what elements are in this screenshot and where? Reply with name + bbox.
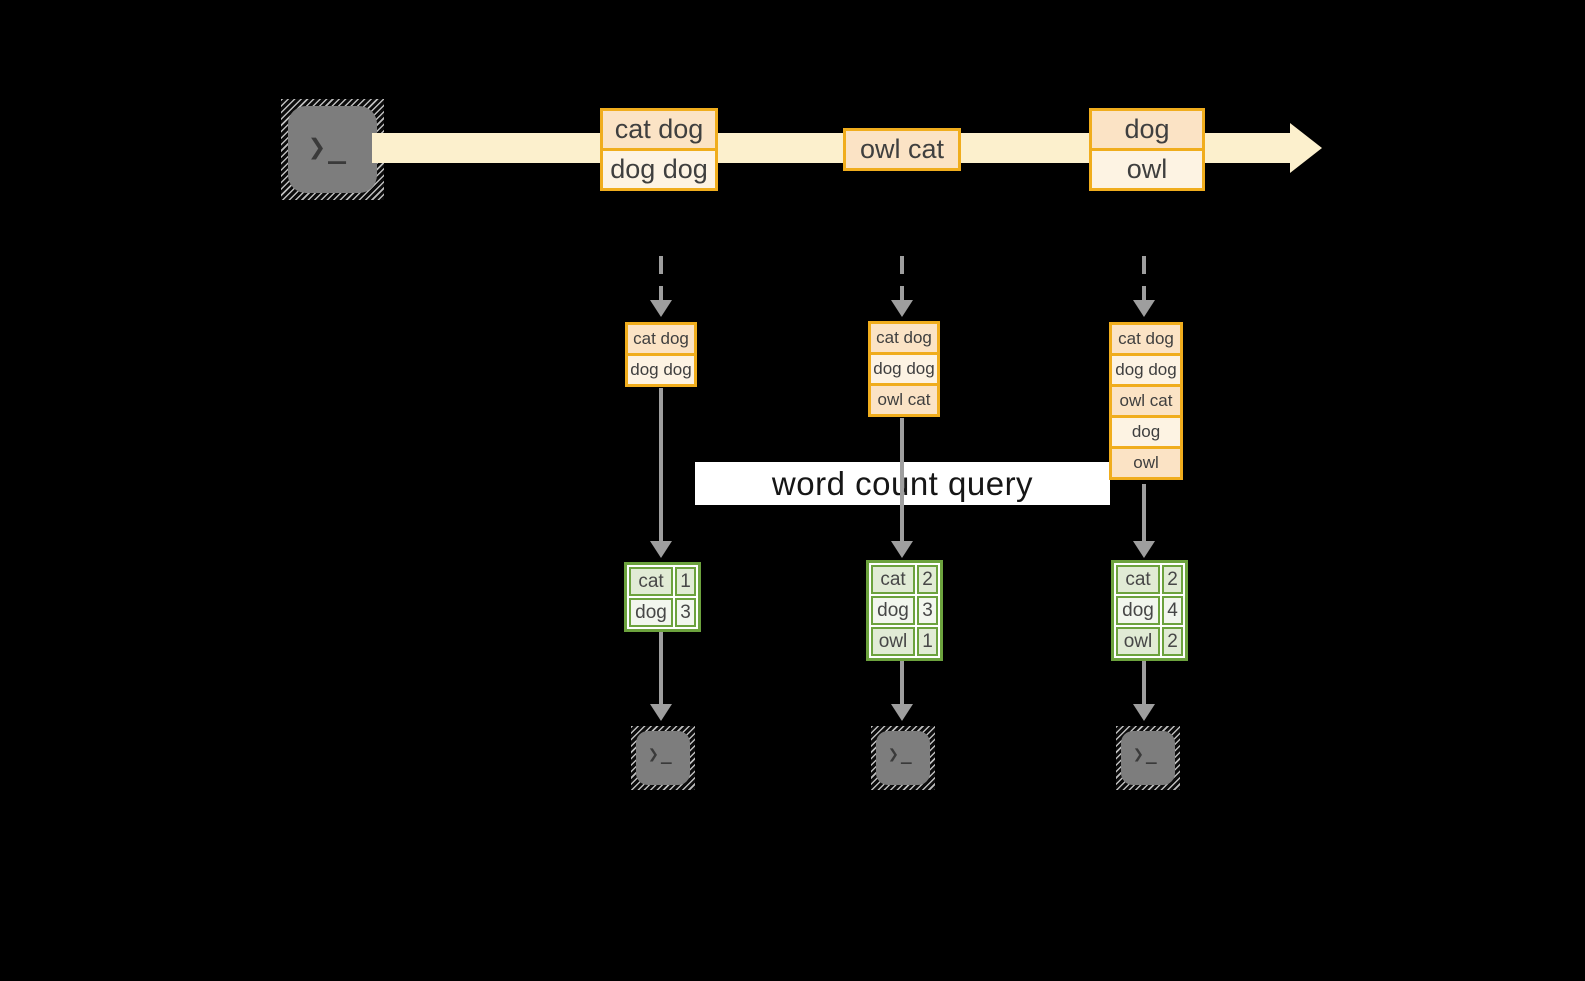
output-arrowhead-col3-icon — [1133, 704, 1155, 721]
query-arrow-col3 — [1142, 484, 1146, 541]
batch-row: owl — [1092, 148, 1202, 188]
count-cell: 3 — [917, 596, 938, 625]
query-arrow-col1 — [659, 388, 663, 541]
table-row: owl 2 — [1116, 627, 1183, 656]
word-cell: dog — [1116, 596, 1160, 625]
batch-row: owl cat — [846, 131, 958, 168]
result-table-col2: cat 2 dog 3 owl 1 — [866, 560, 943, 661]
table-row: cat 2 — [1116, 565, 1183, 594]
word-cell: dog — [871, 596, 915, 625]
buffer-row: owl — [1112, 446, 1180, 477]
input-buffer-col1: cat dog dog dog — [625, 322, 697, 387]
terminal-icon-body: ❯_ — [636, 731, 690, 785]
buffer-row: owl cat — [871, 383, 937, 414]
dashed-arrowhead-col3-icon — [1133, 300, 1155, 317]
buffer-row: dog — [1112, 415, 1180, 446]
table-row: dog 3 — [629, 598, 696, 627]
buffer-row: dog dog — [1112, 353, 1180, 384]
terminal-icon-sink-3: ❯_ — [1116, 726, 1180, 790]
batch-row: dog dog — [603, 148, 715, 188]
count-cell: 2 — [1162, 565, 1183, 594]
buffer-row: cat dog — [871, 324, 937, 352]
timeline-batch-3: dog owl — [1089, 108, 1205, 191]
query-arrowhead-col1-icon — [650, 541, 672, 558]
count-cell: 3 — [675, 598, 696, 627]
input-buffer-col2: cat dog dog dog owl cat — [868, 321, 940, 417]
batch-row: dog — [1092, 111, 1202, 148]
terminal-prompt-glyph: ❯_ — [888, 744, 914, 765]
dashed-arrow-col3 — [1142, 256, 1146, 300]
buffer-row: owl cat — [1112, 384, 1180, 415]
word-cell: owl — [871, 627, 915, 656]
terminal-icon-sink-1: ❯_ — [631, 726, 695, 790]
buffer-row: cat dog — [1112, 325, 1180, 353]
buffer-row: dog dog — [628, 353, 694, 384]
word-cell: dog — [629, 598, 673, 627]
count-cell: 2 — [917, 565, 938, 594]
word-cell: cat — [871, 565, 915, 594]
input-buffer-col3: cat dog dog dog owl cat dog owl — [1109, 322, 1183, 480]
count-cell: 1 — [675, 567, 696, 596]
timeline-batch-2: owl cat — [843, 128, 961, 171]
dashed-arrowhead-col1-icon — [650, 300, 672, 317]
terminal-prompt-glyph: ❯_ — [308, 130, 349, 165]
terminal-prompt-glyph: ❯_ — [1133, 744, 1159, 765]
table-row: owl 1 — [871, 627, 938, 656]
terminal-icon-body: ❯_ — [876, 731, 930, 785]
table-row: dog 3 — [871, 596, 938, 625]
table-row: cat 1 — [629, 567, 696, 596]
dashed-arrowhead-col2-icon — [891, 300, 913, 317]
count-cell: 1 — [917, 627, 938, 656]
batch-row: cat dog — [603, 111, 715, 148]
table-row: cat 2 — [871, 565, 938, 594]
buffer-row: cat dog — [628, 325, 694, 353]
count-cell: 4 — [1162, 596, 1183, 625]
terminal-icon-body: ❯_ — [288, 106, 377, 193]
terminal-icon-sink-2: ❯_ — [871, 726, 935, 790]
input-stream-arrowhead-icon — [1290, 123, 1322, 173]
word-cell: owl — [1116, 627, 1160, 656]
output-arrow-col1 — [659, 632, 663, 704]
output-arrowhead-col1-icon — [650, 704, 672, 721]
query-arrowhead-col2-icon — [891, 541, 913, 558]
output-arrow-col2 — [900, 661, 904, 704]
count-cell: 2 — [1162, 627, 1183, 656]
result-table-col1: cat 1 dog 3 — [624, 562, 701, 632]
word-cell: cat — [629, 567, 673, 596]
result-table-col3: cat 2 dog 4 owl 2 — [1111, 560, 1188, 661]
terminal-icon-source: ❯_ — [281, 99, 384, 200]
output-arrowhead-col2-icon — [891, 704, 913, 721]
query-arrow-col2 — [900, 418, 904, 541]
terminal-prompt-glyph: ❯_ — [648, 744, 674, 765]
table-row: dog 4 — [1116, 596, 1183, 625]
timeline-batch-1: cat dog dog dog — [600, 108, 718, 191]
dashed-arrow-col1 — [659, 256, 663, 300]
terminal-icon-body: ❯_ — [1121, 731, 1175, 785]
buffer-row: dog dog — [871, 352, 937, 383]
word-cell: cat — [1116, 565, 1160, 594]
output-arrow-col3 — [1142, 660, 1146, 704]
dashed-arrow-col2 — [900, 256, 904, 300]
query-arrowhead-col3-icon — [1133, 541, 1155, 558]
